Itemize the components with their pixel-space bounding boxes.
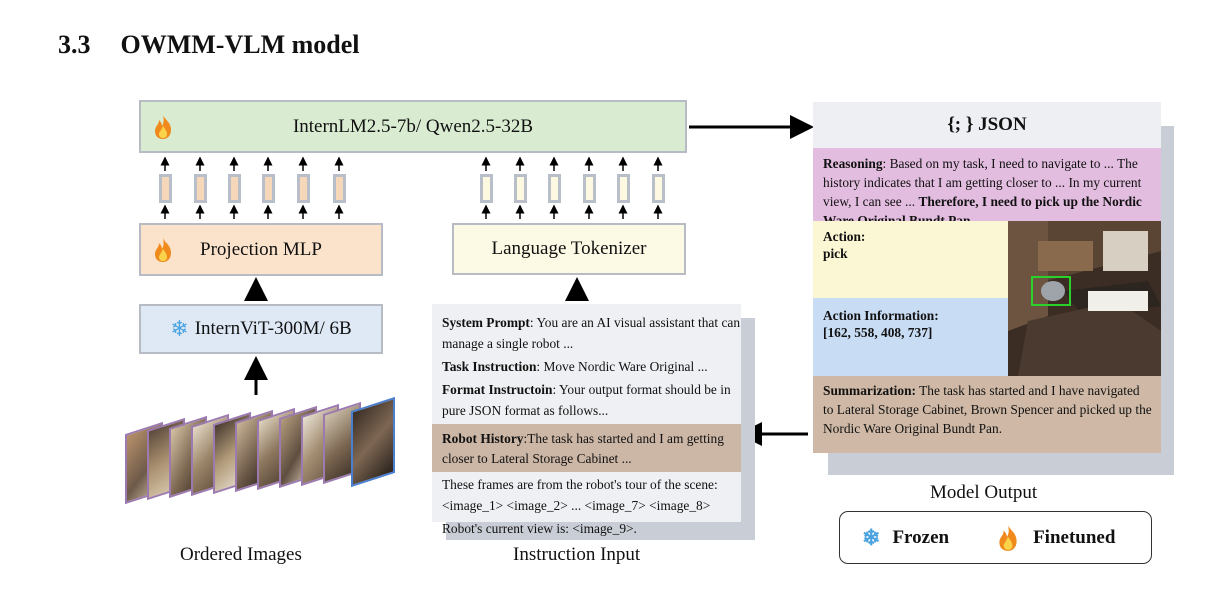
robot-history: Robot History:The task has started and I… (432, 424, 741, 472)
section-number: 3.3 (58, 30, 91, 59)
vit-box: ❄ InternViT-300M/ 6B (139, 304, 383, 354)
images-caption: Ordered Images (180, 544, 302, 565)
frames-text: These frames are from the robot's tour o… (442, 477, 718, 513)
model-output-panel: {; } JSON Reasoning: Based on my task, I… (813, 102, 1161, 453)
legend-frozen: Frozen (892, 526, 950, 548)
reasoning-block: Reasoning: Based on my task, I need to n… (813, 148, 1161, 228)
current-view-thumbnail (351, 396, 395, 488)
current-view-text: Robot's current view is: <image_9>. (442, 521, 637, 536)
text-token (652, 174, 665, 203)
image-token (333, 174, 346, 203)
text-token (583, 174, 596, 203)
summarization-block: Summarization: The task has started and … (813, 376, 1161, 453)
instruction-panel: System Prompt: You are an AI visual assi… (432, 304, 741, 536)
image-token (297, 174, 310, 203)
system-prompt: System Prompt: You are an AI visual assi… (442, 315, 741, 351)
llm-box: InternLM2.5-7b/ Qwen2.5-32B (139, 100, 687, 153)
action-block: Action: pick (813, 221, 1008, 298)
image-token (228, 174, 241, 203)
output-caption: Model Output (930, 482, 1038, 503)
image-token (194, 174, 207, 203)
legend: ❄ Frozen Finetuned (839, 511, 1152, 564)
image-token (262, 174, 275, 203)
tokenizer-label: Language Tokenizer (491, 238, 647, 259)
legend-finetuned: Finetuned (1033, 526, 1116, 548)
projection-mlp-box: Projection MLP (139, 223, 383, 276)
instruction-caption: Instruction Input (513, 544, 641, 565)
text-token (617, 174, 630, 203)
snowflake-icon: ❄ (862, 524, 881, 550)
image-token (159, 174, 172, 203)
section-title: OWMM-VLM model (120, 30, 360, 59)
snowflake-icon: ❄ (170, 316, 189, 341)
llm-label: InternLM2.5-7b/ Qwen2.5-32B (292, 115, 534, 137)
ordered-images (125, 396, 400, 505)
current-view-image (1008, 221, 1161, 376)
projection-label: Projection MLP (200, 238, 322, 260)
vit-label: InternViT-300M/ 6B (194, 318, 352, 339)
task-instruction: Task Instruction: Move Nordic Ware Origi… (442, 359, 708, 374)
token-arrows (160, 156, 663, 219)
text-token (480, 174, 493, 203)
format-instruction: Format Instructoin: Your output format s… (442, 382, 731, 418)
language-tokenizer-box: Language Tokenizer (452, 223, 686, 275)
text-token (548, 174, 561, 203)
flame-icon (999, 524, 1017, 551)
section-heading: 3.3 OWMM-VLM model (58, 30, 360, 60)
action-info-block: Action Information: [162, 558, 408, 737] (813, 298, 1008, 376)
flame-icon (155, 238, 171, 262)
json-header: {; } JSON (813, 102, 1161, 148)
flame-icon (155, 115, 171, 139)
text-token (514, 174, 527, 203)
